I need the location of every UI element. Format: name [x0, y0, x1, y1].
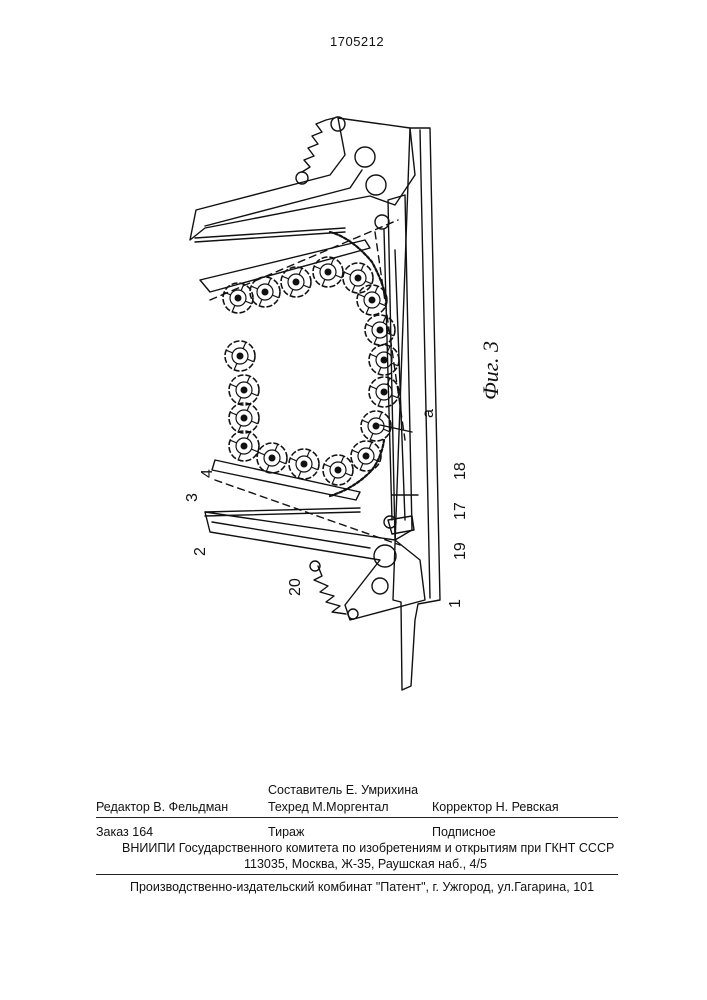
roll [225, 341, 255, 371]
compiler: Составитель Е. Умрихина [268, 783, 418, 797]
roll [313, 257, 343, 287]
roll [351, 441, 381, 471]
divider-1 [96, 817, 618, 818]
roll [343, 263, 373, 293]
roll [369, 345, 399, 375]
roll [229, 375, 259, 405]
base-frame-inner [420, 130, 430, 598]
subscription: Подписное [432, 825, 496, 839]
label-20: 20 [287, 578, 304, 596]
pivot-upper-2 [355, 147, 375, 167]
roll [229, 403, 259, 433]
figure-caption: Фиг. 3 [478, 341, 503, 400]
roll [357, 285, 387, 315]
corrector: Корректор Н. Ревская [432, 800, 559, 814]
bracket-17 [388, 516, 414, 534]
circulation: Тираж [268, 825, 304, 839]
roll [289, 449, 319, 479]
roll [250, 277, 280, 307]
roll [229, 431, 259, 461]
technical-drawing: 1 2 3 4 17 18 19 20 a Фиг. 3 [0, 0, 707, 760]
roll [369, 377, 399, 407]
roll [257, 443, 287, 473]
label-17: 17 [452, 502, 469, 520]
pivot-lower-4 [348, 609, 358, 619]
label-1: 1 [447, 599, 464, 608]
address-line: 113035, Москва, Ж-35, Раушская наб., 4/5 [244, 857, 487, 871]
label-a: a [420, 409, 437, 418]
pivot-lower-1 [374, 545, 396, 567]
tie-rod-lower-2 [205, 512, 360, 516]
roll [323, 455, 353, 485]
roll [281, 267, 311, 297]
dimension-a [380, 425, 412, 432]
pivot-upper-3 [366, 175, 386, 195]
spring-lower [314, 566, 346, 614]
upper-lever-inner [205, 170, 362, 226]
label-2: 2 [192, 547, 209, 556]
publisher-line: Производственно-издательский комбинат "П… [130, 880, 594, 894]
order-number: Заказ 164 [96, 825, 153, 839]
label-3: 3 [184, 493, 201, 502]
divider-2 [96, 874, 618, 875]
pivot-lower-2 [372, 578, 388, 594]
label-18: 18 [452, 462, 469, 480]
tech-editor: Техред М.Моргентал [268, 800, 389, 814]
editor: Редактор В. Фельдман [96, 800, 228, 814]
spring-upper [302, 118, 334, 172]
label-19: 19 [452, 542, 469, 560]
vniipi-line: ВНИИПИ Государственного комитета по изоб… [122, 841, 614, 855]
base-frame [393, 128, 440, 690]
tie-rod-lower [205, 508, 360, 512]
label-4: 4 [199, 469, 216, 478]
roll-ring [223, 257, 399, 485]
